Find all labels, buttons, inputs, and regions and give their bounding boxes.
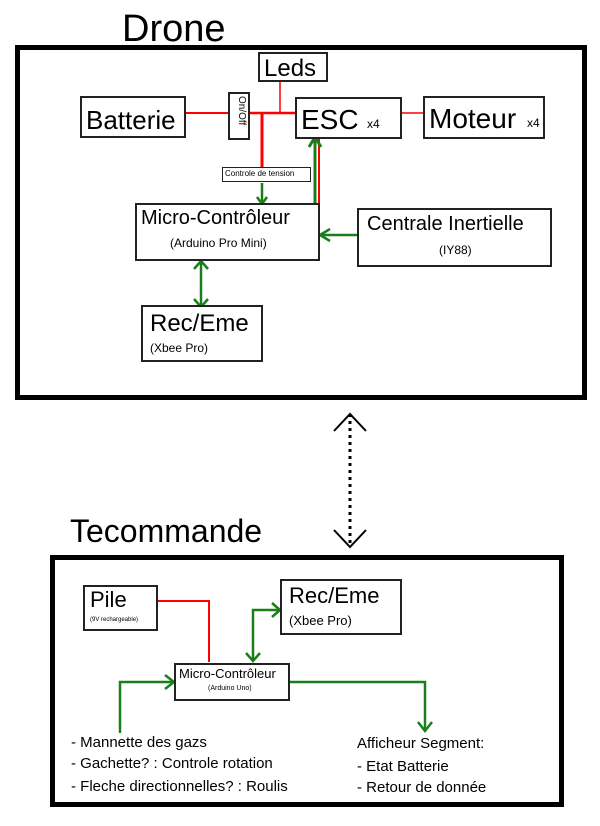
esc-box: ESC x4 <box>295 97 402 139</box>
pile-sub: (9V rechargeable) <box>90 617 139 623</box>
remote-receme-sub: (Xbee Pro) <box>289 613 352 628</box>
drone-receme-box: Rec/Eme (Xbee Pro) <box>141 305 263 362</box>
drone-receme-label: Rec/Eme <box>150 310 249 337</box>
remote-receme-label: Rec/Eme <box>289 583 380 608</box>
display-item-2: - Retour de donnée <box>357 779 487 796</box>
remote-micro-box: Micro-Contrôleur (Arduino Uno) <box>174 663 290 701</box>
esc-quantity: x4 <box>367 117 380 131</box>
drone-micro-box: Micro-Contrôleur (Arduino Pro Mini) <box>135 203 320 261</box>
centrale-sub: (IY88) <box>439 243 472 257</box>
drone-receme-sub: (Xbee Pro) <box>150 341 209 355</box>
remote-title: Tecommande <box>70 513 263 549</box>
onoff-switch: On/Off <box>228 92 250 140</box>
controle-tension-box: Controle de tension <box>222 167 311 182</box>
centrale-box: Centrale Inertielle (IY88) <box>357 208 552 267</box>
moteur-label: Moteur <box>429 103 517 134</box>
display-title: Afficheur Segment: <box>357 735 485 752</box>
remote-input-3: - Fleche directionnelles? : Roulis <box>71 778 288 795</box>
batterie-box: Batterie <box>80 96 186 138</box>
batterie-label: Batterie <box>86 105 176 135</box>
onoff-label: On/Off <box>236 96 247 126</box>
esc-label: ESC <box>301 104 359 135</box>
moteur-quantity: x4 <box>527 116 540 130</box>
drone-title: Drone <box>122 8 226 50</box>
remote-receme-box: Rec/Eme (Xbee Pro) <box>280 579 402 635</box>
display-item-1: - Etat Batterie <box>357 758 449 775</box>
remote-micro-sub: (Arduino Uno) <box>208 685 252 692</box>
pile-label: Pile <box>90 587 127 612</box>
remote-micro-label: Micro-Contrôleur <box>179 666 276 681</box>
centrale-label: Centrale Inertielle <box>367 213 524 235</box>
leds-label: Leds <box>264 55 317 82</box>
moteur-box: Moteur x4 <box>423 96 545 139</box>
drone-micro-label: Micro-Contrôleur <box>141 207 290 229</box>
controle-tension-label: Controle de tension <box>225 169 295 178</box>
remote-input-2: - Gachette? : Controle rotation <box>71 755 273 772</box>
remote-input-1: - Mannette des gazs <box>71 734 207 751</box>
drone-micro-sub: (Arduino Pro Mini) <box>170 236 267 250</box>
pile-box: Pile (9V rechargeable) <box>83 585 158 631</box>
leds-box: Leds <box>258 52 328 82</box>
